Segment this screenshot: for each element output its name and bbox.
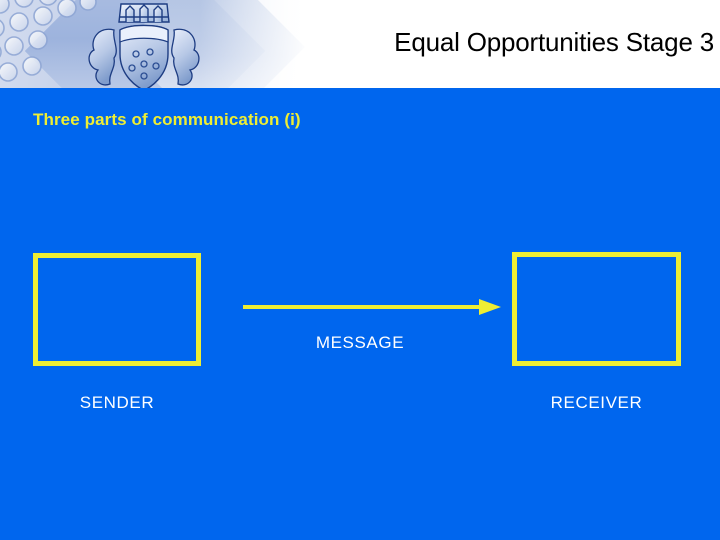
heraldic-crest-icon — [88, 3, 200, 88]
sender-label: SENDER — [79, 393, 155, 412]
page-title: Equal Opportunities Stage 3 — [394, 27, 714, 57]
arrow-right-icon — [243, 299, 501, 315]
receiver-box — [512, 252, 681, 366]
header-white-fade — [200, 0, 360, 88]
bubble-texture-icon — [0, 0, 97, 82]
receiver-label: RECEIVER — [550, 393, 643, 412]
sender-box — [33, 253, 201, 366]
slide-header — [0, 0, 720, 88]
slide-body: Three parts of communication (i) MESSAGE… — [0, 88, 720, 540]
slide-subtitle: Three parts of communication (i) — [33, 110, 301, 129]
message-label: MESSAGE — [315, 333, 405, 352]
